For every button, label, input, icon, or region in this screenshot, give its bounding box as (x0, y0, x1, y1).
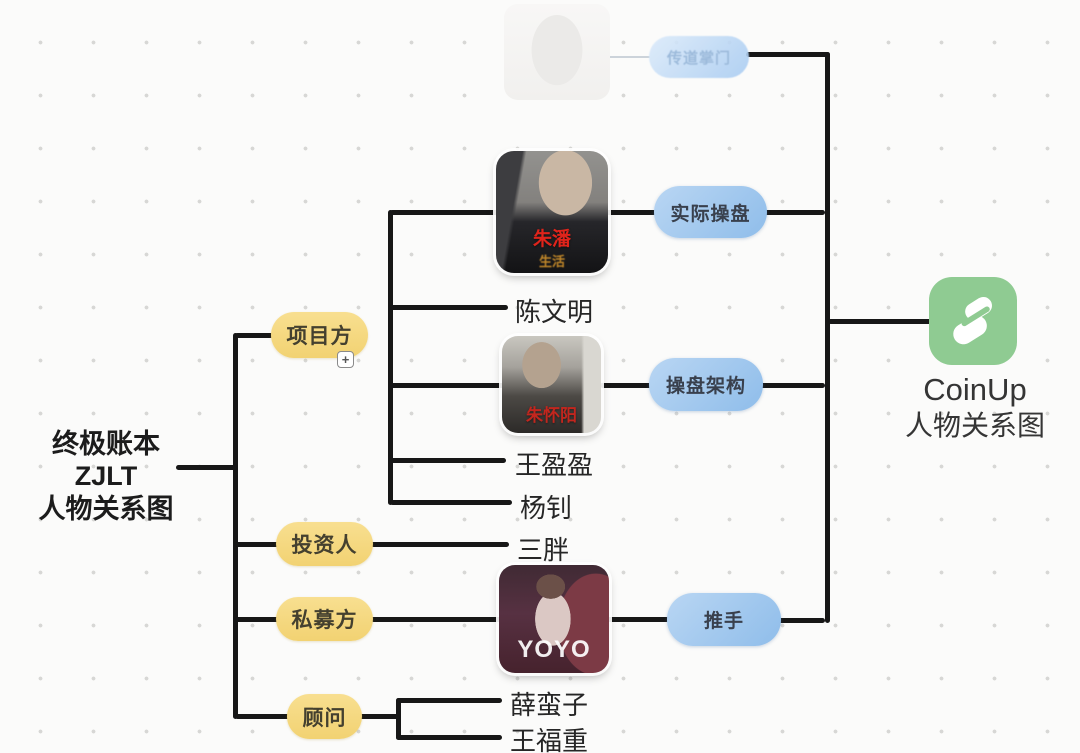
coinup-subtitle: 人物关系图 (904, 409, 1045, 441)
root-title-line3: 人物关系图 (38, 493, 174, 524)
connector-to-project (235, 333, 273, 338)
coinup-title-block: CoinUp 人物关系图 (880, 372, 1070, 442)
connector-zhuhuaiyang-to-role (600, 383, 652, 388)
connector-to-coinup (828, 319, 932, 324)
zhuhuaiyang-photo-caption: 朱怀阳 (526, 406, 577, 425)
connector-to-advisor (235, 714, 290, 719)
role-node-promoter-label: 推手 (703, 611, 744, 632)
connector-advisor-bracket (396, 698, 401, 740)
person-node-xuemanzi[interactable]: 薛蛮子 (510, 690, 589, 720)
group-node-project[interactable]: 项目方 (271, 312, 368, 358)
zhupan-photo[interactable]: 朱潘 生活 (496, 151, 608, 273)
yoyo-photo-caption: YOYO (517, 636, 591, 663)
connector-to-chenwenming (390, 305, 508, 310)
group-node-private-fund-label: 私募方 (291, 609, 358, 632)
connector-private-to-yoyo (371, 617, 501, 622)
person-node-chenwenming[interactable]: 陈文明 (515, 297, 594, 327)
connector-root (176, 465, 238, 470)
role-node-faded-leader[interactable]: 传道掌门 (649, 36, 749, 78)
connector-right-trunk (825, 52, 830, 623)
connector-yoyo-to-role (607, 617, 669, 622)
person-node-sanpang[interactable]: 三胖 (517, 535, 570, 565)
connector-project-trunk (388, 210, 393, 505)
connector-faded-photo (608, 56, 650, 58)
coinup-beans-icon (953, 296, 992, 345)
person-node-wangyingying[interactable]: 王盈盈 (515, 450, 594, 480)
faded-person-photo[interactable] (504, 4, 610, 100)
yoyo-photo[interactable]: YOYO (499, 565, 609, 673)
connector-left-trunk (233, 333, 238, 719)
zhupan-photo-watermark: 生活 (538, 254, 565, 269)
group-node-project-label: 项目方 (286, 325, 353, 348)
connector-fadedrole-to-trunk (746, 52, 830, 57)
connector-investor-to-sanpang (371, 542, 509, 547)
connector-advisor-stub (359, 714, 401, 719)
group-node-advisor[interactable]: 顾问 (287, 694, 362, 739)
group-node-investor[interactable]: 投资人 (276, 522, 373, 566)
person-node-wangfuzhong[interactable]: 王福重 (510, 726, 589, 753)
connector-to-zhupan (390, 210, 498, 215)
role-node-actual-trader-label: 实际操盘 (670, 203, 751, 225)
connector-promoter-to-trunk (778, 618, 825, 623)
connector-to-yangzhao (390, 500, 512, 505)
connector-actualtrader-to-trunk (764, 210, 825, 215)
coinup-logo[interactable] (929, 277, 1017, 365)
expand-node-button[interactable]: + (337, 351, 354, 368)
root-title-line2: ZJLT (74, 461, 138, 492)
connector-to-wangyingying (390, 458, 506, 463)
person-node-yangzhao[interactable]: 杨钊 (520, 493, 573, 523)
group-node-investor-label: 投资人 (291, 534, 358, 557)
connector-to-investor (235, 542, 279, 547)
connector-to-wangfuzhong (396, 735, 502, 740)
connector-to-zhuhuaiyang (390, 383, 504, 388)
role-node-promoter[interactable]: 推手 (667, 593, 781, 646)
role-node-faded-leader-label: 传道掌门 (666, 49, 731, 67)
zhupan-photo-caption: 朱潘 (532, 229, 571, 250)
role-node-trading-structure[interactable]: 操盘架构 (649, 358, 763, 411)
root-node-title[interactable]: 终极账本 ZJLT 人物关系图 (25, 428, 187, 525)
plus-icon: + (341, 352, 350, 367)
role-node-actual-trader[interactable]: 实际操盘 (654, 186, 767, 238)
root-title-line1: 终极账本 (52, 429, 160, 459)
role-node-trading-structure-label: 操盘架构 (665, 376, 746, 397)
connector-zhupan-to-role (606, 210, 656, 215)
connector-to-xuemanzi (396, 698, 502, 703)
connector-structure-to-trunk (760, 383, 825, 388)
group-node-advisor-label: 顾问 (302, 706, 347, 730)
connector-to-private-fund (235, 617, 279, 622)
coinup-name: CoinUp (923, 372, 1027, 407)
group-node-private-fund[interactable]: 私募方 (276, 597, 373, 641)
zhuhuaiyang-photo[interactable]: 朱怀阳 (502, 336, 601, 433)
